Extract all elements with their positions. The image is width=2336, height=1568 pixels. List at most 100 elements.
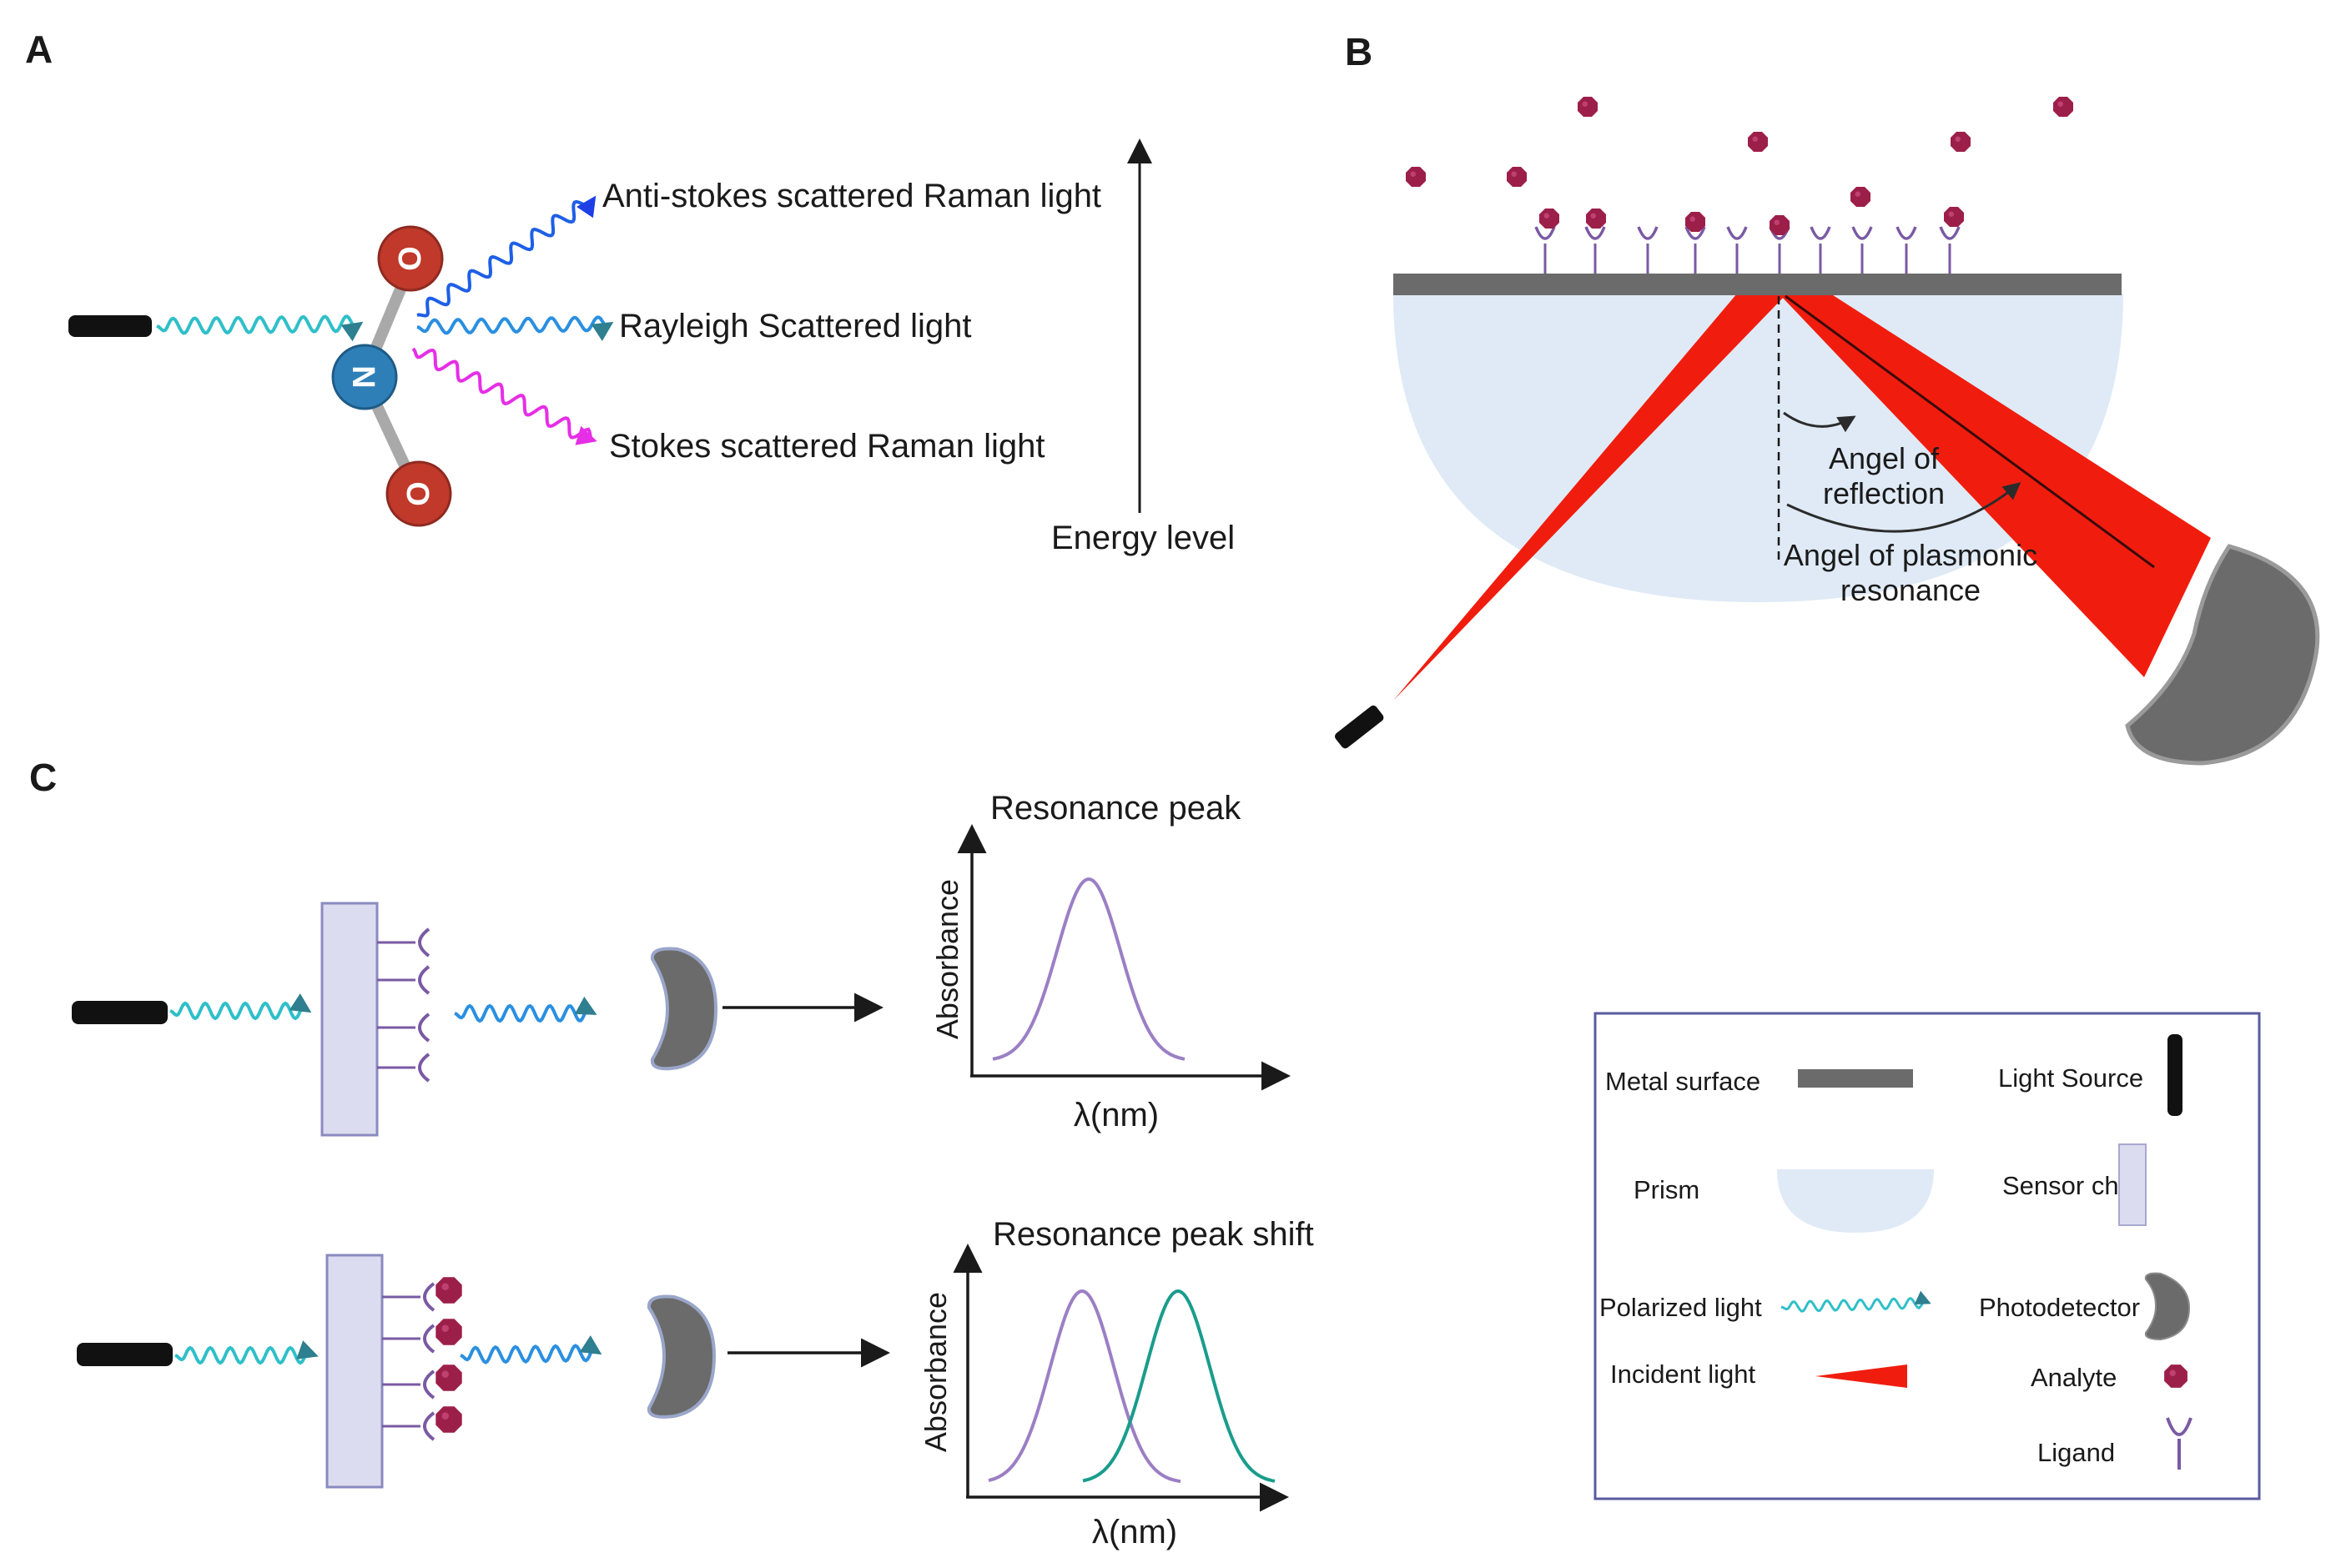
- curve-bottom-purple: [988, 1289, 1181, 1484]
- panel-label-a: A: [25, 28, 53, 71]
- transmitted-wave-c-top: [454, 996, 597, 1023]
- light-source-c-top: [72, 1001, 168, 1024]
- legend-analyte-label: Analyte: [2031, 1363, 2117, 1392]
- legend-polarized-light-swatch: [1780, 1290, 1931, 1313]
- legend-prism-label: Prism: [1634, 1175, 1699, 1204]
- ligand-icon: [1534, 226, 1556, 274]
- transmitted-wave-c-bottom: [460, 1335, 602, 1364]
- analyte-icon: [435, 1319, 462, 1345]
- sensor-chip-top: [320, 902, 379, 1137]
- rayleigh-wave: [416, 315, 614, 341]
- ligand-icon: [1684, 226, 1706, 274]
- angle-plasmonic-label-2: resonance: [1840, 573, 1981, 607]
- analyte-icon: [435, 1364, 462, 1391]
- panel-a: A O N O Anti-stokes scattered Raman ligh…: [25, 28, 1235, 556]
- panel-c: C Resonance peak Absorbance λ(nm) Resona…: [29, 756, 1314, 1550]
- analyte-icon: [1578, 97, 1598, 117]
- light-source-b: [1335, 705, 1384, 749]
- bound-ligand-icon: [382, 1406, 462, 1441]
- analyte-icon: [2053, 97, 2073, 117]
- oxygen-atom-bottom: [385, 460, 452, 527]
- stokes-label: Stokes scattered Raman light: [609, 428, 1045, 465]
- panel-label-b: B: [1345, 30, 1372, 73]
- legend-photodetector-label: Photodetector: [1979, 1293, 2140, 1322]
- bound-ligand-icon: [382, 1319, 462, 1354]
- ligand-icon: [377, 965, 430, 995]
- metal-surface: [1393, 274, 2122, 295]
- legend-analyte-swatch: [2164, 1364, 2187, 1388]
- curve-top-purple: [992, 877, 1186, 1061]
- reflected-beam-line: [1785, 294, 2155, 569]
- analyte-icon: [435, 1406, 462, 1433]
- analyte-icon: [1406, 167, 1426, 187]
- ligand-icon: [2166, 1417, 2193, 1436]
- chip-top-ligands: [377, 927, 430, 1083]
- angle-reflection-label-2: reflection: [1823, 476, 1945, 510]
- legend-incident-light-swatch: [1815, 1364, 1907, 1388]
- legend-sensor-chip-swatch: [2118, 1143, 2147, 1226]
- stokes-wave: [411, 347, 597, 445]
- light-source-c-bottom: [77, 1343, 173, 1366]
- panel-label-c: C: [29, 756, 57, 799]
- no2-molecule: O N O: [331, 225, 452, 527]
- sensor-chip-bottom: [325, 1254, 384, 1489]
- analyte-icon: [1951, 132, 1971, 152]
- anti-stokes-label: Anti-stokes scattered Raman light: [602, 178, 1101, 214]
- legend-ligand-swatch: [2166, 1417, 2193, 1470]
- plot-bottom-xlabel: λ(nm): [1092, 1514, 1177, 1550]
- polarized-light-wave-c-bottom: [174, 1340, 319, 1365]
- polarized-light-wave-c-top: [169, 993, 312, 1021]
- plasmonic-angle-arc: [1786, 482, 2021, 533]
- plot-bottom-title: Resonance peak shift: [993, 1216, 1314, 1253]
- analyte-icon: [1850, 187, 1870, 207]
- panel-b: B Angel of reflection Angel of plasmonic…: [1335, 30, 2320, 766]
- legend-photodetector-swatch: [2144, 1272, 2191, 1341]
- light-source-a: [68, 315, 152, 337]
- anti-stokes-wave: [416, 195, 597, 318]
- plot-top-xlabel: λ(nm): [1074, 1097, 1159, 1133]
- analyte-icon: [1507, 167, 1527, 187]
- ligand-icon: [1939, 226, 1961, 274]
- angle-plasmonic-label-1: Angel of plasmonic: [1784, 538, 2037, 572]
- ligand-icon: [377, 927, 430, 957]
- oxygen-atom-bottom-label: O: [400, 481, 435, 506]
- analyte-icon: [1944, 207, 1964, 227]
- reflection-angle-arc: [1783, 411, 1856, 433]
- chip-bottom-ligands: [382, 1277, 462, 1441]
- energy-axis-label: Energy level: [1051, 520, 1235, 556]
- nitrogen-atom-label: N: [345, 365, 380, 388]
- oxygen-atom-top-label: O: [391, 246, 426, 271]
- legend-metal-surface-swatch: [1798, 1069, 1913, 1088]
- nitrogen-atom: [331, 344, 398, 410]
- rayleigh-label: Rayleigh Scattered light: [619, 308, 971, 344]
- curve-bottom-teal: [1082, 1289, 1276, 1483]
- ligand-icon: [1810, 226, 1831, 274]
- reflected-beam: [1779, 294, 2211, 677]
- legend-ligand-label: Ligand: [2037, 1438, 2115, 1467]
- legend-incident-light-label: Incident light: [1610, 1359, 1755, 1389]
- legend: Metal surface Light Source Prism Sensor …: [1593, 1012, 2261, 1500]
- legend-light-source-swatch: [2167, 1034, 2182, 1116]
- analyte-icon: [1539, 209, 1559, 229]
- analyte-icon: [435, 1277, 462, 1304]
- analyte-icon: [1748, 132, 1768, 152]
- plot-top-title: Resonance peak: [990, 790, 1241, 827]
- analyte-icon: [1685, 212, 1705, 232]
- bound-ligand-icon: [382, 1364, 462, 1400]
- ligand-icon: [377, 1053, 430, 1083]
- photodetector-b: [2125, 544, 2320, 766]
- legend-sensor-chip-label: Sensor chip: [2002, 1171, 2139, 1200]
- incident-beam: [1393, 294, 1787, 701]
- legend-box: [1593, 1012, 2261, 1500]
- photodetector-c-bottom: [647, 1294, 717, 1419]
- angle-reflection-label-1: Angel of: [1829, 441, 1940, 475]
- oxygen-atom-top: [377, 225, 444, 292]
- plot-bottom-ylabel: Absorbance: [919, 1292, 953, 1452]
- analyte-icon: [1586, 209, 1606, 229]
- photodetector-c-top: [650, 947, 718, 1071]
- analyte-icon: [1770, 215, 1790, 235]
- ligand-icon: [1584, 226, 1606, 274]
- ligand-array: [1534, 226, 1961, 274]
- legend-prism-swatch: [1777, 1169, 1934, 1233]
